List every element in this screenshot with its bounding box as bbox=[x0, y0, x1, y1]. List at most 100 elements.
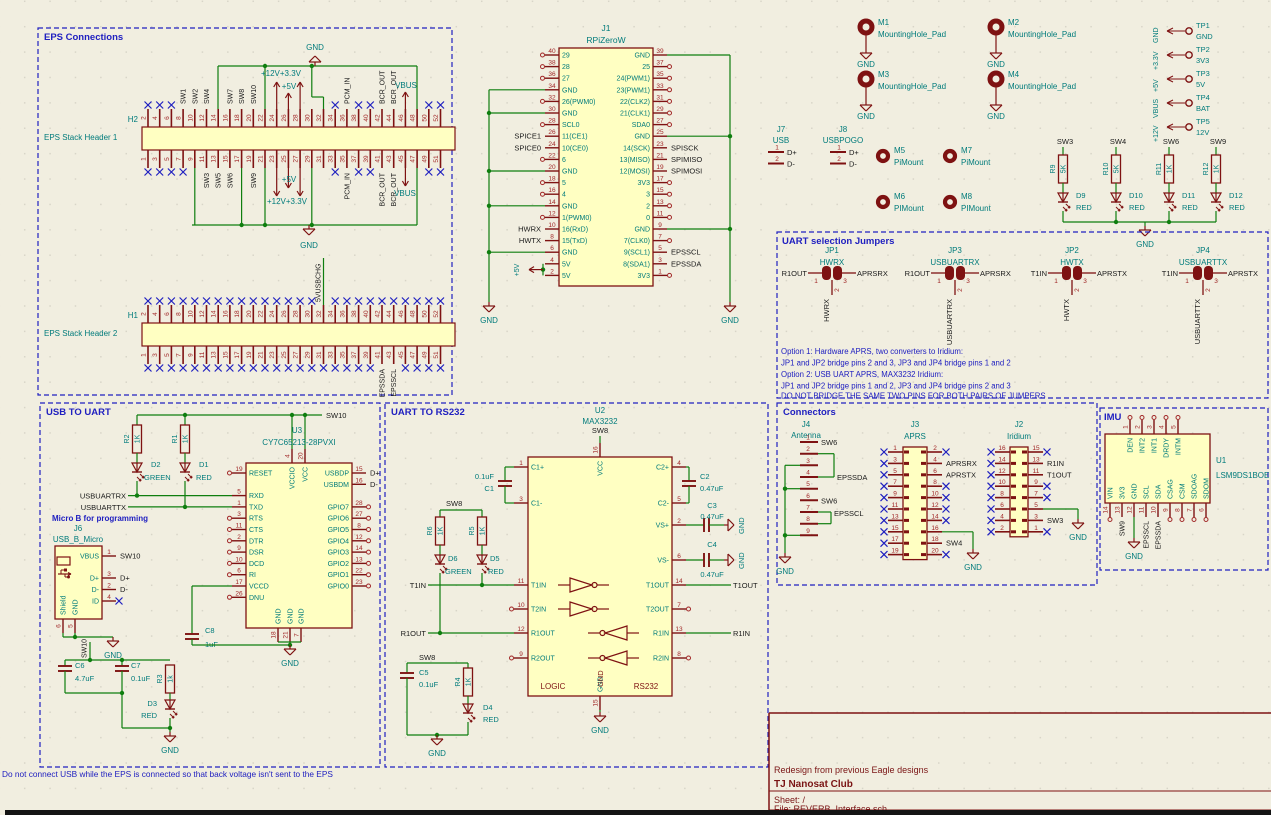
svg-text:DRDY: DRDY bbox=[1164, 438, 1171, 458]
svg-text:SDA0: SDA0 bbox=[632, 122, 650, 129]
led-diode[interactable] bbox=[130, 462, 145, 482]
testpoint-icon[interactable] bbox=[1166, 75, 1193, 83]
usb-icon[interactable] bbox=[56, 556, 72, 579]
svg-text:3: 3 bbox=[1034, 513, 1038, 520]
capacitor[interactable] bbox=[703, 553, 710, 567]
capacitor[interactable] bbox=[185, 633, 199, 640]
ic-symbol[interactable]: 40293828362734GND3226(PWM0)30GND28SCL026… bbox=[514, 47, 702, 287]
ic-symbol[interactable]: 19RESET5RXD1TXD3RTS11CTS2DTR9DSR10DCD6RI… bbox=[227, 449, 381, 642]
svg-text:10: 10 bbox=[548, 222, 556, 229]
svg-text:GND: GND bbox=[591, 726, 609, 735]
svg-text:USB_B_Micro: USB_B_Micro bbox=[53, 535, 104, 544]
solder-jumper[interactable] bbox=[931, 266, 979, 280]
led-diode[interactable] bbox=[1109, 192, 1124, 212]
svg-text:H1: H1 bbox=[128, 311, 139, 320]
svg-text:22: 22 bbox=[355, 568, 363, 575]
svg-text:APRSRX: APRSRX bbox=[946, 459, 977, 468]
led-diode[interactable] bbox=[475, 554, 490, 574]
led-diode[interactable] bbox=[461, 703, 476, 723]
led-diode[interactable] bbox=[1209, 192, 1224, 212]
svg-text:3V3: 3V3 bbox=[638, 180, 651, 187]
svg-text:7(CLK0): 7(CLK0) bbox=[624, 238, 650, 245]
label: GND bbox=[480, 316, 498, 325]
svg-text:6: 6 bbox=[237, 568, 241, 575]
svg-text:2: 2 bbox=[933, 445, 937, 452]
led-diode[interactable] bbox=[433, 554, 448, 574]
svg-text:CTS: CTS bbox=[249, 527, 263, 534]
mounting-hole[interactable] bbox=[857, 18, 875, 36]
svg-text:5V: 5V bbox=[1196, 80, 1205, 89]
mounting-hole[interactable] bbox=[987, 18, 1005, 36]
led-diode[interactable] bbox=[1056, 192, 1071, 212]
led-diode[interactable] bbox=[163, 699, 178, 719]
solder-jumper[interactable] bbox=[1179, 266, 1227, 280]
junction-dot bbox=[486, 250, 492, 255]
svg-text:JP4: JP4 bbox=[1196, 246, 1210, 255]
power-arrow-icon bbox=[284, 92, 292, 109]
mounting-hole[interactable] bbox=[875, 148, 891, 164]
svg-text:50: 50 bbox=[421, 114, 428, 122]
svg-text:PIMount: PIMount bbox=[961, 204, 992, 213]
svg-text:D9: D9 bbox=[1076, 191, 1086, 200]
svg-text:25: 25 bbox=[642, 64, 650, 71]
label: C5 bbox=[419, 668, 429, 677]
capacitor[interactable] bbox=[498, 480, 512, 487]
label: 5V bbox=[1196, 80, 1205, 89]
mounting-hole[interactable] bbox=[942, 194, 958, 210]
label: SW8 bbox=[592, 426, 608, 435]
svg-text:5: 5 bbox=[806, 481, 810, 488]
svg-text:8: 8 bbox=[176, 116, 183, 120]
svg-text:T2OUT: T2OUT bbox=[646, 607, 670, 614]
label: GND bbox=[104, 651, 122, 660]
solder-jumper[interactable] bbox=[1048, 266, 1096, 280]
label: 2 bbox=[806, 446, 810, 453]
capacitor[interactable] bbox=[58, 665, 72, 672]
svg-text:HWTX: HWTX bbox=[519, 236, 541, 245]
svg-text:GND: GND bbox=[562, 203, 578, 210]
testpoint-icon[interactable] bbox=[1166, 51, 1193, 59]
mounting-hole[interactable] bbox=[857, 70, 875, 88]
svg-text:13: 13 bbox=[675, 626, 683, 633]
mounting-hole[interactable] bbox=[875, 194, 891, 210]
led-diode[interactable] bbox=[1162, 192, 1177, 212]
ic-symbol[interactable]: 1DEN2INT23INT14DRDY5INTM14VIN133V3SW912G… bbox=[1103, 415, 1211, 550]
svg-text:RI: RI bbox=[249, 572, 256, 579]
svg-text:10: 10 bbox=[187, 114, 194, 122]
mounting-hole[interactable] bbox=[942, 148, 958, 164]
testpoint-icon[interactable] bbox=[1166, 27, 1193, 35]
led-diode[interactable] bbox=[178, 462, 193, 482]
testpoint-icon[interactable] bbox=[1166, 123, 1193, 131]
svg-text:1k: 1k bbox=[168, 675, 175, 683]
solder-jumper[interactable] bbox=[808, 266, 856, 280]
capacitor[interactable] bbox=[682, 480, 696, 487]
ic-symbol[interactable]: 1C1+3C1-11T1IN10T2IN12R1OUT9R2OUT4C2+5C2… bbox=[509, 443, 691, 710]
svg-text:19: 19 bbox=[235, 466, 243, 473]
svg-text:GND: GND bbox=[306, 43, 324, 52]
mounting-hole[interactable] bbox=[987, 70, 1005, 88]
svg-text:M3: M3 bbox=[878, 70, 890, 79]
svg-text:R1OUT: R1OUT bbox=[905, 269, 931, 278]
capacitor[interactable] bbox=[115, 665, 129, 672]
svg-text:1: 1 bbox=[1185, 278, 1189, 285]
capacitor[interactable] bbox=[400, 672, 414, 679]
gnd-symbol bbox=[724, 518, 735, 532]
testpoint-icon[interactable] bbox=[1166, 99, 1193, 107]
